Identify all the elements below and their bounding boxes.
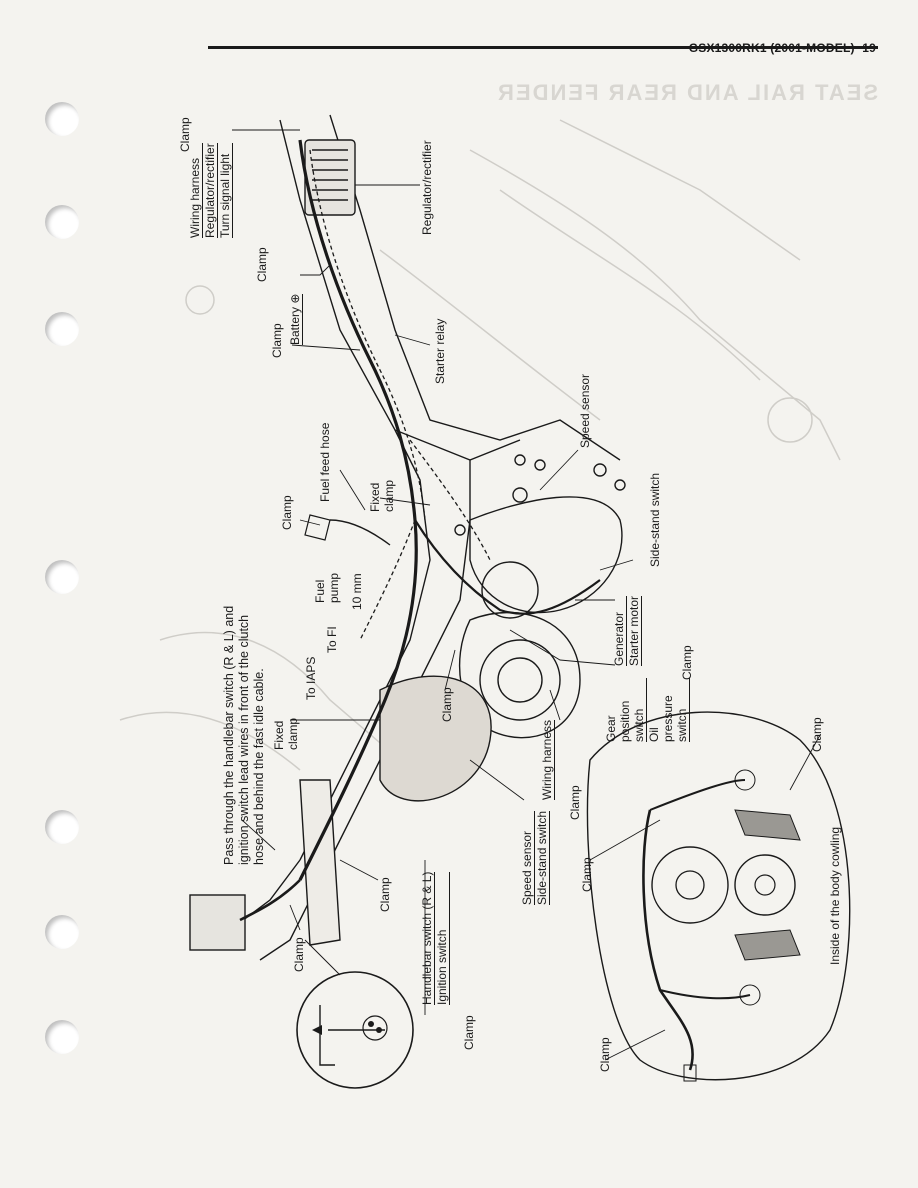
label-generator: Generator bbox=[612, 595, 627, 666]
binder-hole bbox=[45, 915, 79, 949]
label-clamp-engine: Clamp bbox=[440, 687, 454, 722]
label-regulator-rectifier: Regulator/rectifier bbox=[203, 143, 218, 238]
label-wiring-harness: Wiring harness bbox=[188, 143, 203, 238]
label-fuel-feed-hose: Fuel feed hose bbox=[318, 422, 332, 502]
fuel-pump-text: Fuel pump bbox=[313, 572, 341, 603]
fixed-clamp-text: Fixed clamp bbox=[368, 479, 396, 512]
label-10mm: 10 mm bbox=[350, 573, 364, 610]
binder-hole bbox=[45, 102, 79, 136]
label-regulator-rectifier-right: Regulator/rectifier bbox=[420, 140, 434, 235]
label-side-stand-switch: Side-stand switch bbox=[535, 810, 550, 905]
wiring-harness-text: Wiring harness bbox=[540, 719, 555, 800]
label-speed-sensor: Speed sensor bbox=[520, 810, 535, 905]
battery-plus-text: Battery ⊕ bbox=[288, 293, 303, 345]
binder-hole bbox=[45, 810, 79, 844]
binder-hole bbox=[45, 1020, 79, 1054]
label-fuel-pump: Fuel pump bbox=[313, 567, 341, 603]
pass-through-note: Pass through the handlebar switch (R & L… bbox=[222, 590, 267, 865]
label-to-fi: To FI bbox=[325, 626, 339, 653]
wiring-harness-route bbox=[239, 139, 601, 922]
label-side-stand-switch-right: Side-stand switch bbox=[648, 472, 662, 567]
page-title: GSX1300RK1 (2001-MODEL) bbox=[688, 41, 855, 55]
label-wiring-harness-lower: Wiring harness bbox=[540, 719, 555, 800]
label-oil-pressure-switch: Oil pressure switch bbox=[647, 678, 690, 742]
page-header: GSX1300RK1 (2001-MODEL) 19 bbox=[689, 41, 876, 55]
label-clamp-cowling-left: Clamp bbox=[580, 857, 594, 892]
label-clamp-generator: Clamp bbox=[680, 645, 694, 680]
magnifier-inset bbox=[296, 939, 414, 1089]
label-starter-motor: Starter motor bbox=[627, 595, 642, 666]
ghost-frame-background bbox=[119, 119, 841, 771]
page-number: 19 bbox=[862, 41, 876, 55]
label-clamp-lower: Clamp bbox=[568, 785, 582, 820]
label-ignition-switch: Ignition switch bbox=[435, 871, 450, 1005]
header-rule bbox=[208, 46, 878, 49]
label-clamp-bottom-right: Clamp bbox=[598, 1037, 612, 1072]
label-group-wiring-regulator-turn: Wiring harness Regulator/rectifier Turn … bbox=[188, 143, 233, 238]
label-clamp-bottom-left: Clamp bbox=[462, 1015, 476, 1050]
label-handlebar-switch: Handlebar switch (R & L) bbox=[420, 871, 435, 1005]
label-battery-plus: Battery ⊕ bbox=[288, 293, 303, 345]
label-inside-body-cowling: Inside of the body cowling bbox=[828, 826, 842, 965]
binder-hole bbox=[45, 205, 79, 239]
label-gear-position-switch: Gear position switch bbox=[604, 678, 647, 742]
fixed-clamp-text: Fixed clamp bbox=[272, 717, 300, 750]
label-fixed-clamp-1: Fixed clamp bbox=[368, 472, 396, 512]
label-clamp-3: Clamp bbox=[270, 323, 284, 358]
label-turn-signal-light: Turn signal light bbox=[218, 143, 233, 238]
label-clamp-steering: Clamp bbox=[292, 937, 306, 972]
label-clamp-cowling-top: Clamp bbox=[810, 717, 824, 752]
label-to-iaps: To IAPS bbox=[304, 656, 318, 700]
label-clamp-handlebar: Clamp bbox=[378, 877, 392, 912]
binder-hole bbox=[45, 312, 79, 346]
label-group-gear-oil: Gear position switch Oil pressure switch bbox=[604, 678, 690, 742]
binder-hole bbox=[45, 560, 79, 594]
pass-through-note-text: Pass through the handlebar switch (R & L… bbox=[222, 605, 266, 865]
label-group-speed-side: Speed sensor Side-stand switch bbox=[520, 810, 550, 905]
label-group-generator-starter: Generator Starter motor bbox=[612, 595, 642, 666]
label-clamp-fuel: Clamp bbox=[280, 495, 294, 530]
label-fixed-clamp-2: Fixed clamp bbox=[272, 710, 300, 750]
label-starter-relay: Starter relay bbox=[433, 318, 447, 384]
body-cowling-inset bbox=[586, 711, 851, 1082]
label-group-handlebar-ignition: Handlebar switch (R & L) Ignition switch bbox=[420, 871, 450, 1005]
label-clamp-2: Clamp bbox=[255, 247, 269, 282]
label-speed-sensor-top: Speed sensor bbox=[578, 373, 592, 448]
callout-leaders bbox=[232, 129, 634, 1015]
